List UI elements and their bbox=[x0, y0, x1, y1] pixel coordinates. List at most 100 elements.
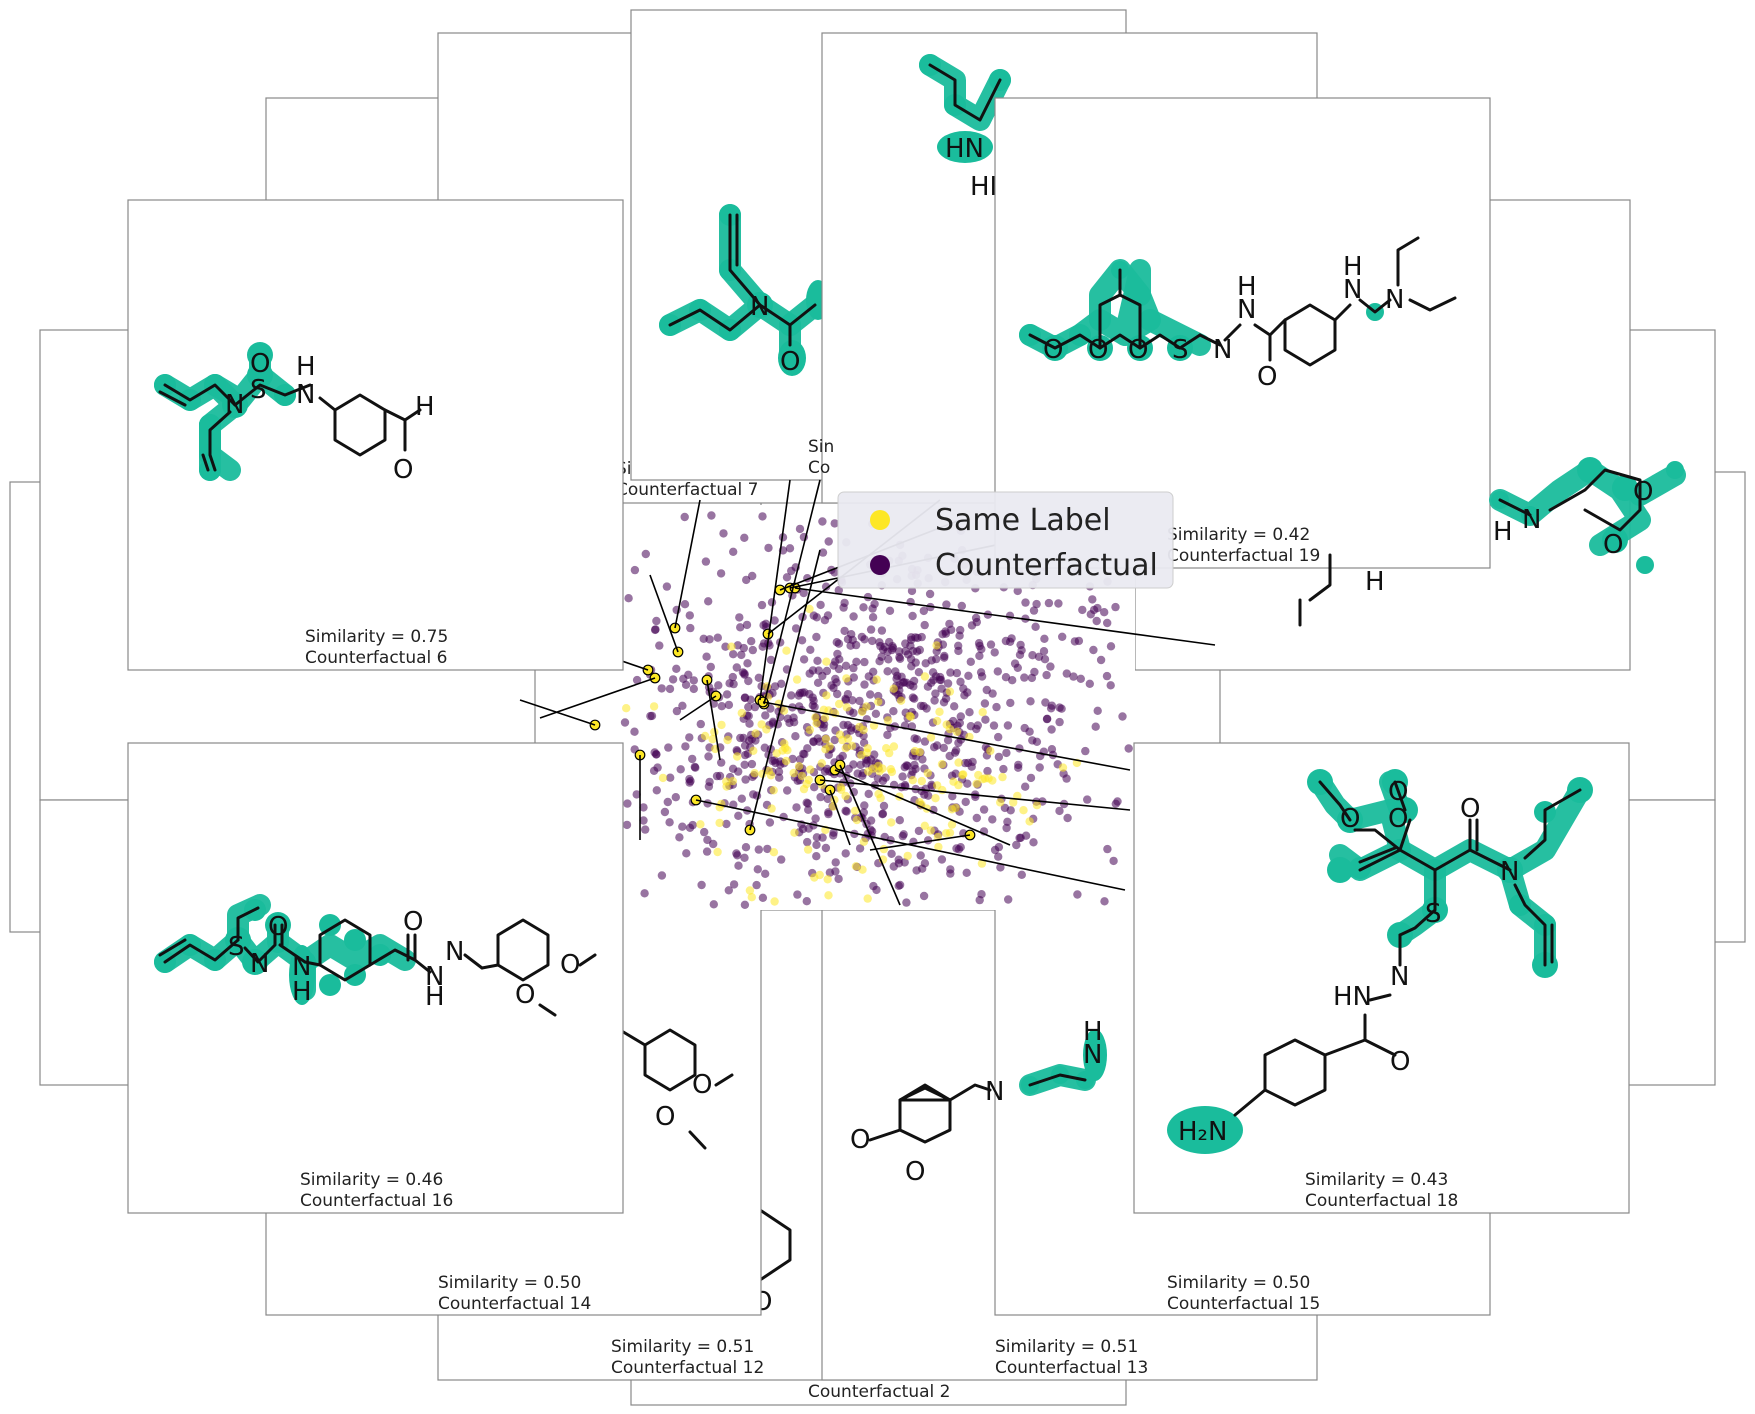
scatter-point-counterfactual bbox=[741, 775, 750, 784]
scatter-point-counterfactual bbox=[1055, 806, 1064, 816]
scatter-point-counterfactual bbox=[768, 719, 778, 728]
scatter-point-counterfactual bbox=[1003, 817, 1012, 826]
svg-text:O: O bbox=[655, 1102, 675, 1132]
scatter-point-same-label bbox=[951, 803, 960, 813]
svg-text:O: O bbox=[1088, 335, 1108, 365]
scatter-point-same-label bbox=[751, 729, 760, 738]
scatter-point-counterfactual bbox=[1124, 744, 1133, 753]
scatter-point-same-label bbox=[658, 773, 668, 783]
svg-text:H: H bbox=[415, 392, 435, 422]
scatter-point-counterfactual bbox=[841, 806, 850, 815]
scatter-point-counterfactual bbox=[620, 718, 630, 727]
scatter-point-counterfactual bbox=[685, 733, 694, 742]
scatter-point-counterfactual bbox=[681, 680, 691, 689]
svg-text:O: O bbox=[1043, 335, 1063, 365]
scatter-point-counterfactual bbox=[869, 667, 878, 676]
scatter-point-counterfactual bbox=[1091, 722, 1100, 731]
scatter-point-counterfactual bbox=[937, 855, 947, 864]
scatter-point-same-label bbox=[889, 684, 898, 693]
scatter-point-counterfactual bbox=[662, 582, 672, 591]
svg-text:O: O bbox=[403, 907, 423, 937]
scatter-point-counterfactual bbox=[914, 668, 924, 677]
counterfactual-arrow bbox=[829, 789, 851, 846]
scatter-point-counterfactual bbox=[740, 533, 749, 542]
scatter-point-counterfactual bbox=[833, 649, 842, 659]
scatter-point-counterfactual bbox=[923, 682, 933, 691]
scatter-point-same-label bbox=[1019, 806, 1028, 815]
scatter-point-counterfactual bbox=[1055, 703, 1064, 712]
scatter-point-counterfactual bbox=[960, 691, 969, 700]
scatter-point-counterfactual bbox=[914, 826, 924, 836]
scatter-point-counterfactual bbox=[682, 849, 691, 858]
scatter-point-counterfactual bbox=[889, 707, 898, 716]
svg-text:N: N bbox=[1237, 295, 1256, 325]
scatter-point-counterfactual bbox=[1089, 645, 1098, 655]
card-13-cf-label: Counterfactual 13 bbox=[995, 1358, 1148, 1378]
scatter-point-counterfactual bbox=[810, 783, 819, 792]
scatter-point-counterfactual bbox=[785, 718, 794, 728]
scatter-point-same-label bbox=[812, 719, 821, 728]
scatter-point-counterfactual bbox=[783, 786, 792, 795]
scatter-point-counterfactual bbox=[712, 771, 722, 781]
scatter-point-same-label bbox=[782, 756, 791, 766]
scatter-point-same-label bbox=[883, 716, 893, 725]
scatter-point-counterfactual bbox=[1100, 608, 1109, 617]
svg-text:N: N bbox=[1500, 857, 1519, 887]
scatter-point-counterfactual bbox=[1002, 823, 1011, 833]
scatter-point-counterfactual bbox=[1003, 721, 1013, 730]
scatter-point-counterfactual bbox=[704, 752, 713, 761]
scatter-point-same-label bbox=[769, 786, 778, 795]
scatter-point-counterfactual bbox=[977, 672, 987, 681]
scatter-point-counterfactual bbox=[996, 863, 1005, 872]
counterfactual-arrow bbox=[649, 574, 679, 653]
scatter-point-same-label bbox=[959, 770, 968, 779]
scatter-point-counterfactual bbox=[650, 748, 659, 757]
scatter-point-counterfactual bbox=[685, 823, 695, 832]
counterfactual-arrow bbox=[674, 499, 701, 629]
scatter-point-counterfactual bbox=[788, 754, 797, 764]
scatter-point-counterfactual bbox=[660, 807, 670, 817]
scatter-point-counterfactual bbox=[920, 790, 929, 799]
svg-text:H: H bbox=[1365, 567, 1385, 597]
scatter-point-counterfactual bbox=[1020, 723, 1029, 733]
scatter-point-same-label bbox=[757, 720, 766, 729]
scatter-point-same-label bbox=[715, 818, 724, 828]
scatter-point-counterfactual bbox=[1020, 673, 1029, 682]
scatter-point-same-label bbox=[780, 739, 789, 748]
counterfactual-arrow bbox=[539, 677, 656, 719]
svg-text:O: O bbox=[560, 950, 580, 980]
scatter-point-same-label bbox=[779, 706, 789, 715]
scatter-point-counterfactual bbox=[1028, 651, 1037, 660]
counterfactual-arrow bbox=[706, 679, 721, 761]
scatter-point-counterfactual bbox=[705, 635, 714, 644]
scatter-point-counterfactual bbox=[663, 797, 672, 807]
scatter-point-counterfactual bbox=[818, 671, 827, 681]
scatter-point-same-label bbox=[996, 798, 1005, 807]
scatter-point-counterfactual bbox=[843, 635, 853, 644]
scatter-point-counterfactual bbox=[999, 764, 1008, 774]
svg-text:O: O bbox=[1388, 804, 1408, 834]
scatter-point-counterfactual bbox=[839, 603, 848, 612]
scatter-point-same-label bbox=[932, 716, 942, 726]
scatter-point-counterfactual bbox=[994, 752, 1004, 762]
scatter-point-counterfactual bbox=[714, 681, 723, 690]
scatter-point-counterfactual bbox=[943, 736, 953, 745]
scatter-point-counterfactual bbox=[832, 638, 841, 647]
legend: Same Label Counterfactual bbox=[837, 491, 1174, 589]
scatter-point-counterfactual bbox=[763, 844, 772, 854]
scatter-point-same-label bbox=[926, 826, 935, 835]
scatter-point-same-label bbox=[841, 744, 850, 753]
scatter-point-counterfactual bbox=[857, 632, 867, 642]
scatter-point-counterfactual bbox=[883, 667, 892, 676]
scatter-point-counterfactual bbox=[732, 849, 741, 858]
scatter-point-counterfactual bbox=[686, 623, 695, 633]
svg-text:N: N bbox=[296, 380, 315, 410]
scatter-point-same-label bbox=[749, 746, 758, 755]
scatter-point-counterfactual bbox=[945, 751, 954, 761]
scatter-point-same-label bbox=[1009, 798, 1018, 807]
scatter-point-counterfactual bbox=[866, 755, 876, 764]
scatter-point-counterfactual bbox=[794, 691, 803, 700]
card-counterfactual-6: N S O N H O H Similarity = 0.75 Counterf… bbox=[127, 199, 624, 671]
scatter-point-same-label bbox=[745, 886, 755, 895]
scatter-point-same-label bbox=[910, 746, 920, 756]
